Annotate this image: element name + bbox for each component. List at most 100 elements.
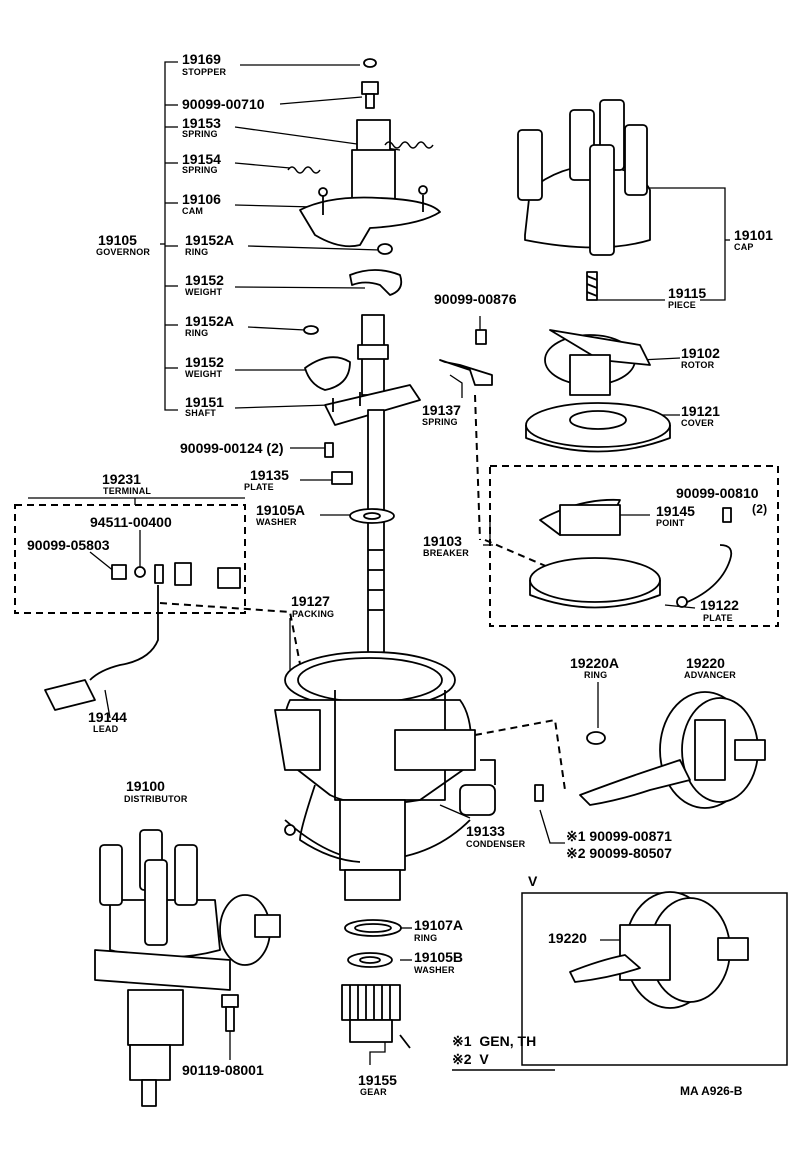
part-name-weight-1: WEIGHT [185, 287, 223, 297]
washer-19105B [347, 952, 393, 968]
part-number-19100: 19100 [126, 778, 165, 794]
cover-drawing [525, 402, 671, 453]
part-name-governor: GOVERNOR [96, 247, 151, 257]
legend-text-1: GEN, TH [479, 1033, 537, 1049]
part-number-19220: 19220 [686, 655, 725, 671]
shaft-drawing [324, 314, 421, 661]
ring-2 [303, 325, 319, 335]
part-name-spring-19137: SPRING [422, 417, 458, 427]
part-number-94511-00400: 94511-00400 [90, 514, 172, 530]
part-name-plate-19122: PLATE [703, 613, 733, 623]
part-name-weight-2: WEIGHT [185, 369, 223, 379]
part-name-stopper: STOPPER [182, 67, 227, 77]
part-number-19107A: 19107A [414, 917, 464, 933]
ring-1 [377, 243, 393, 255]
part-number-90099-00710: 90099-00710 [182, 96, 265, 112]
part-number-19115: 19115 [668, 285, 707, 301]
part-number-19105: 19105 [98, 232, 137, 248]
part-number-90099-00876: 90099-00876 [434, 291, 517, 307]
part-number-90099-00124: 90099-00124 (2) [180, 440, 284, 456]
part-number-19106: 19106 [182, 191, 221, 207]
legend-row-2: ※2 V [452, 1052, 489, 1066]
part-number-19137: 19137 [422, 402, 461, 418]
weight-2 [304, 356, 351, 391]
part-number-19105B: 19105B [414, 949, 464, 965]
part-number-19102: 19102 [681, 345, 720, 361]
part-number-19154: 19154 [182, 151, 221, 167]
part-number-19133: 19133 [466, 823, 505, 839]
part-number-19144: 19144 [88, 709, 127, 725]
part-number-19231: 19231 [102, 471, 141, 487]
part-number-90119-08001: 90119-08001 [182, 1062, 264, 1078]
part-number-19169: 19169 [182, 51, 221, 67]
part-name-ring-19107A: RING [414, 933, 438, 943]
part-name-gear: GEAR [360, 1087, 387, 1097]
legend-text-2: V [479, 1051, 489, 1067]
part-name-lead: LEAD [93, 724, 119, 734]
part-number-90099-05803: 90099-05803 [27, 537, 110, 553]
plate-19135 [331, 471, 353, 485]
part-number-19105A: 19105A [256, 502, 306, 518]
cap-drawing [517, 99, 651, 301]
part-number-19121: 19121 [681, 403, 720, 419]
part-number-19103: 19103 [423, 533, 462, 549]
gear-drawing [341, 984, 411, 1049]
part-number-19135: 19135 [250, 467, 289, 483]
legend-mark-1: ※1 [452, 1033, 472, 1049]
part-name-plate-19135: PLATE [244, 482, 274, 492]
part-number-19220-inset: 19220 [548, 930, 587, 946]
spring-coils [287, 141, 434, 174]
part-number-19152A-2: 19152A [185, 313, 235, 329]
rotor-drawing [544, 329, 651, 396]
breaker-drawing [529, 498, 733, 609]
part-number-19152-1: 19152 [185, 272, 224, 288]
part-name-breaker: BREAKER [423, 548, 469, 558]
part-name-cover: COVER [681, 418, 715, 428]
cam-drawing [299, 119, 441, 248]
part-name-shaft: SHAFT [185, 408, 216, 418]
part-name-distributor: DISTRIBUTOR [124, 794, 188, 804]
part-name-ring-2: RING [185, 328, 209, 338]
part-number-19155: 19155 [358, 1072, 397, 1088]
ring-19107A [344, 919, 402, 937]
part-name-spring-19154: SPRING [182, 165, 218, 175]
part-number-90099-80507: ※2 90099-80507 [566, 845, 672, 861]
stopper-drawing [361, 58, 379, 109]
part-number-19122: 19122 [700, 597, 739, 613]
part-name-ring-1: RING [185, 247, 209, 257]
distributor-assembly-drawing [94, 829, 281, 1107]
screw-00124 [324, 442, 334, 458]
part-name-terminal: TERMINAL [103, 486, 152, 496]
inset-frame [521, 892, 788, 1066]
part-name-rotor: ROTOR [681, 360, 715, 370]
part-name-washer-19105A: WASHER [256, 517, 297, 527]
part-qty-90099-00810: (2) [752, 502, 768, 516]
part-name-cam: CAM [182, 206, 204, 216]
part-name-cap: CAP [734, 242, 754, 252]
bracket-spring-drawing [439, 329, 493, 386]
part-name-washer-19105B: WASHER [414, 965, 455, 975]
legend-underline [452, 1069, 555, 1071]
part-name-advancer: ADVANCER [684, 670, 736, 680]
part-number-19152-2: 19152 [185, 354, 224, 370]
housing-drawing [274, 651, 476, 901]
part-name-point: POINT [656, 518, 685, 528]
weight-1 [349, 269, 403, 296]
condenser-drawing [459, 759, 544, 816]
part-number-19152A-1: 19152A [185, 232, 235, 248]
part-name-ring-19220A: RING [584, 670, 608, 680]
part-number-19145: 19145 [656, 503, 695, 519]
inset-title: V [528, 873, 538, 889]
part-name-condenser: CONDENSER [466, 839, 526, 849]
part-number-90099-00871: ※1 90099-00871 [566, 828, 672, 844]
part-name-piece: PIECE [668, 300, 697, 310]
advancer-drawing [579, 691, 766, 809]
legend-mark-2: ※2 [452, 1051, 472, 1067]
part-number-19151: 19151 [185, 394, 224, 410]
terminal-drawing [44, 562, 241, 711]
part-number-19153: 19153 [182, 115, 221, 131]
part-number-19127: 19127 [291, 593, 330, 609]
part-name-spring-19153: SPRING [182, 129, 218, 139]
part-name-packing: PACKING [292, 609, 335, 619]
